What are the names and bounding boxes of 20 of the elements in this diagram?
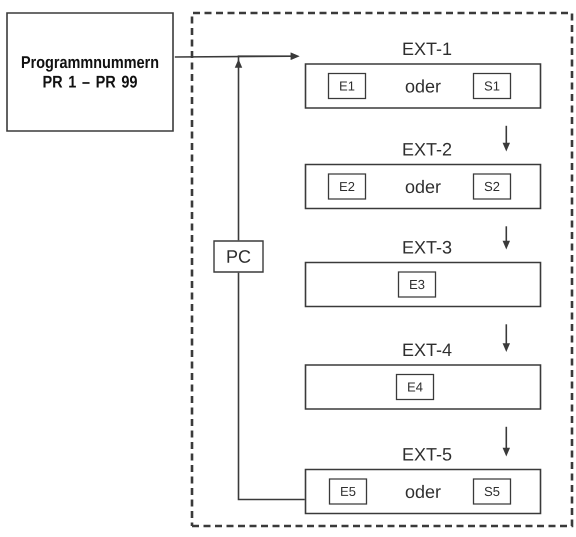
process-box: Programmnummern PR 1 – PR 99 bbox=[6, 12, 174, 132]
separator-text: oder bbox=[406, 180, 441, 194]
connector-line bbox=[238, 272, 305, 500]
stage-heading: EXT-3 bbox=[403, 240, 452, 254]
separator-text: oder bbox=[406, 79, 441, 93]
code-box: S2 bbox=[472, 173, 512, 200]
stage-heading: EXT-2 bbox=[403, 142, 452, 156]
code-box: E1 bbox=[328, 72, 366, 100]
stage-heading: EXT-5 bbox=[403, 448, 452, 461]
code-box: S5 bbox=[472, 478, 512, 505]
separator-text: oder bbox=[406, 484, 441, 498]
code-box: E5 bbox=[328, 478, 368, 505]
label-box: PC bbox=[213, 240, 264, 273]
code-box: S1 bbox=[472, 72, 512, 100]
code-box: E4 bbox=[396, 374, 434, 400]
stage-heading: EXT-1 bbox=[403, 42, 452, 55]
code-box: E3 bbox=[398, 271, 436, 298]
stage-heading: EXT-4 bbox=[403, 344, 452, 356]
dashed-frame bbox=[190, 12, 574, 528]
code-box: E2 bbox=[328, 173, 366, 200]
